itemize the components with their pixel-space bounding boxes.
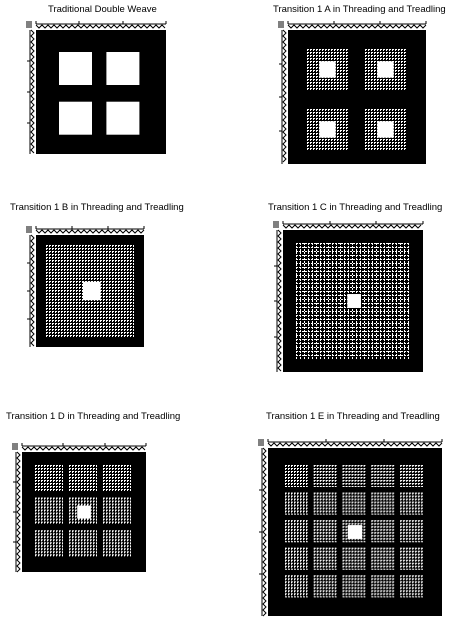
weave-diagram (273, 221, 424, 372)
motif (347, 294, 361, 308)
tieup-icon (12, 443, 18, 450)
threading-strip (21, 443, 147, 451)
motif (400, 520, 423, 543)
motif (106, 52, 140, 85)
weave-diagram (26, 21, 167, 154)
motif (377, 61, 394, 78)
drawdown (288, 30, 426, 164)
motif (285, 547, 308, 570)
motif (313, 575, 337, 598)
motif (313, 520, 337, 543)
treadling-strip (259, 447, 267, 617)
motif (313, 547, 337, 570)
motif (377, 121, 394, 138)
weave-diagram (258, 439, 443, 617)
weave-motifs (35, 465, 131, 557)
motif (371, 492, 395, 515)
motif (35, 465, 63, 492)
motif (400, 547, 423, 570)
motif (103, 530, 131, 557)
tieup-icon (273, 221, 279, 228)
weave-motifs (46, 245, 134, 337)
drawdown (36, 30, 166, 154)
motif (296, 243, 410, 359)
motif (77, 505, 91, 519)
motif (319, 121, 336, 138)
panel-title: Traditional Double Weave (48, 4, 157, 15)
motif (59, 52, 92, 85)
motif (400, 492, 423, 515)
tieup-icon (26, 21, 32, 28)
weave-motifs (307, 49, 406, 150)
weave-motifs (285, 465, 423, 598)
threading-strip (282, 221, 424, 229)
motif (285, 575, 308, 598)
motif (319, 61, 336, 78)
motif (313, 465, 337, 487)
tieup-icon (278, 21, 284, 28)
motif (35, 497, 63, 525)
threading-strip (35, 21, 167, 29)
motif (371, 465, 395, 487)
motif (400, 465, 423, 487)
weave-motifs (59, 52, 140, 135)
motif (285, 520, 308, 543)
panel-title: Transition 1 D in Threading and Treadlin… (6, 411, 181, 422)
motif (103, 497, 131, 525)
threading-strip (35, 226, 145, 234)
motif (46, 245, 134, 337)
treadling-strip (27, 234, 35, 347)
treadling-strip (274, 229, 282, 372)
treadling-strip (27, 29, 35, 154)
motif (347, 525, 363, 539)
motif (82, 281, 101, 301)
motif (400, 575, 423, 598)
treadling-strip (279, 29, 287, 164)
motif (307, 109, 348, 150)
motif (313, 492, 337, 515)
weave-diagram (278, 21, 427, 164)
motif (365, 49, 406, 90)
motif (371, 575, 395, 598)
motif (103, 465, 131, 492)
weave-diagram (26, 226, 145, 347)
motif (342, 465, 366, 487)
weave-motifs (296, 243, 410, 359)
panel-title: Transition 1 A in Threading and Treadlin… (273, 4, 446, 15)
motif (342, 575, 366, 598)
motif (371, 547, 395, 570)
panel-title: Transition 1 B in Threading and Treadlin… (10, 202, 184, 213)
motif (69, 530, 97, 557)
motif (342, 492, 366, 515)
threading-strip (287, 21, 427, 29)
motif (371, 520, 395, 543)
tieup-icon (26, 226, 32, 233)
weave-diagram (12, 443, 147, 573)
motif (285, 465, 308, 487)
motif (342, 547, 366, 570)
panel-title: Transition 1 C in Threading and Treadlin… (268, 202, 443, 213)
tieup-icon (258, 439, 264, 446)
motif (285, 492, 308, 515)
panel-title: Transition 1 E in Threading and Treadlin… (266, 411, 440, 422)
threading-strip (267, 439, 443, 447)
motif (365, 109, 406, 150)
treadling-strip (13, 451, 21, 573)
motif (59, 101, 92, 135)
motif (35, 530, 63, 557)
motif (307, 49, 348, 90)
motif (106, 101, 140, 135)
motif (69, 465, 97, 492)
